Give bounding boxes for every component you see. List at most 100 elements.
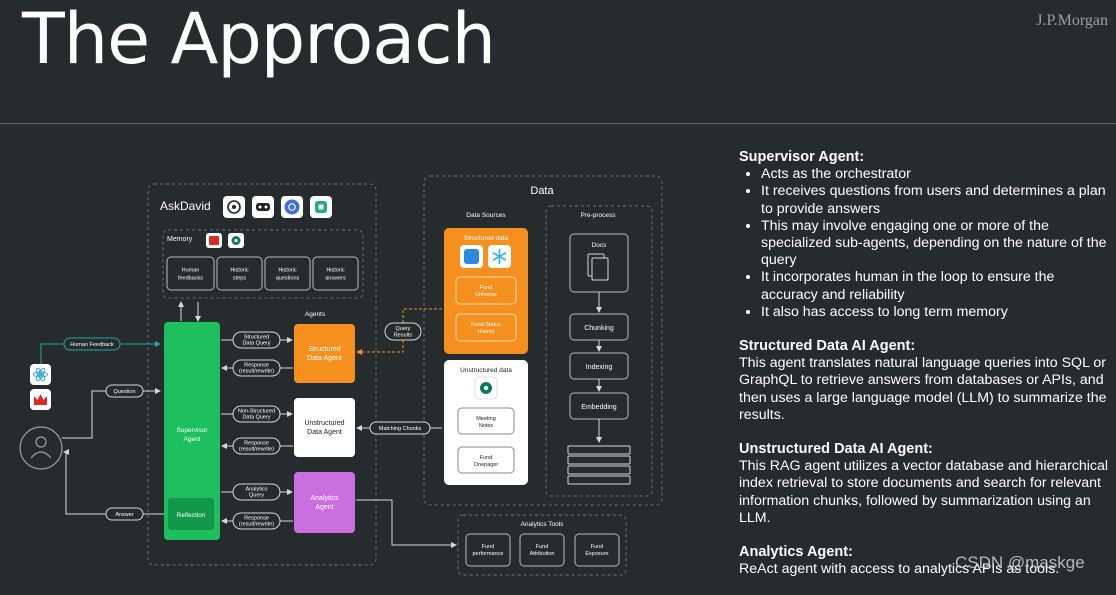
analytics-response-pill: Response(result/rewrite) [232, 512, 281, 530]
memory-label: Memory [167, 236, 193, 243]
bullet: It receives questions from users and det… [761, 183, 1114, 217]
section-heading: Unstructured Data AI Agent: [739, 441, 933, 458]
data-container [423, 175, 663, 506]
user-icon[interactable] [19, 426, 63, 470]
supervisor-bullets: Acts as the orchestrator It receives que… [739, 166, 1114, 321]
svg-text:Structured data: Structured data [464, 235, 509, 242]
svg-text:Chunking: Chunking [584, 325, 614, 332]
vector-db-icon [228, 233, 244, 248]
svg-text:Docs: Docs [592, 242, 608, 249]
section-body: This RAG agent utilizes a vector databas… [739, 458, 1109, 526]
agents-label: Agents [305, 311, 326, 318]
divider [0, 123, 1116, 124]
bullet: It also has access to long term memory [761, 304, 1114, 321]
svg-text:Unstructured data: Unstructured data [460, 367, 512, 374]
svg-text:Response(result/rewrite): Response(result/rewrite) [239, 516, 274, 528]
answer-pill: Answer [105, 507, 144, 521]
preprocess-label: Pre-process [580, 212, 616, 219]
snowflake-icon [488, 245, 511, 268]
indexing-step: Indexing [569, 352, 629, 380]
askdavid-label: AskDavid [160, 199, 211, 213]
structured-section: Structured Data AI Agent: This agent tra… [739, 338, 1114, 424]
section-heading: Supervisor Agent: [739, 149, 865, 165]
chat-icon [310, 196, 332, 218]
watermark: CSDN @maskge [955, 553, 1085, 572]
section-heading: Analytics Agent: [739, 544, 853, 561]
document-icon [587, 253, 609, 281]
analytics-tools-container [457, 514, 627, 576]
data-sources-label: Data Sources [466, 212, 506, 219]
openai-icon [223, 196, 245, 218]
question-pill: Question [105, 384, 144, 398]
svg-text:Embedding: Embedding [581, 404, 617, 411]
page-title: The Approach [22, 0, 496, 80]
unstructured-data-agent[interactable] [294, 398, 355, 457]
kubernetes-icon [281, 196, 303, 218]
data-label: Data [530, 185, 554, 197]
react-icon [30, 364, 51, 385]
bullet: It incorporates human in the loop to ens… [761, 269, 1114, 303]
svg-text:Indexing: Indexing [586, 364, 613, 371]
chunking-step: Chunking [569, 313, 629, 341]
bullet: Acts as the orchestrator [761, 166, 1114, 183]
analytics-tools-label: Analytics Tools [521, 521, 565, 528]
supervisor-section: Supervisor Agent: Acts as the orchestrat… [739, 149, 1114, 321]
structured-data-source [444, 228, 528, 354]
svg-text:Response(result/rewrite): Response(result/rewrite) [239, 363, 274, 375]
bullet: This may involve engaging one or more of… [761, 218, 1114, 270]
section-body: ReAct agent with access to analytics API… [739, 561, 1060, 578]
llm-icon [252, 196, 274, 218]
database-icon [460, 245, 483, 268]
analytics-agent[interactable] [294, 472, 355, 533]
preprocess-container [545, 205, 653, 497]
svg-text:Matching Chunks: Matching Chunks [379, 426, 422, 432]
svg-text:Answer: Answer [115, 512, 134, 518]
structured-response-pill: Response(result/rewrite) [232, 359, 281, 377]
svg-text:Response(result/rewrite): Response(result/rewrite) [239, 441, 274, 453]
structured-data-agent[interactable] [294, 324, 355, 383]
brand-logo: J.P.Morgan [1036, 12, 1108, 29]
svg-text:Human Feedback: Human Feedback [70, 342, 114, 348]
supervisor-agent[interactable] [164, 322, 220, 540]
svg-text:Question: Question [113, 389, 135, 395]
description-panel: Supervisor Agent: Acts as the orchestrat… [739, 149, 1114, 595]
unstructured-data-source [444, 360, 528, 485]
embedding-step: Embedding [569, 392, 629, 420]
askdavid-container [147, 183, 377, 566]
section-heading: Structured Data AI Agent: [739, 338, 916, 355]
matching-chunks-pill: Matching Chunks [369, 421, 431, 435]
reflection-box[interactable] [168, 498, 214, 530]
human-feedback-pill: Human Feedback [63, 337, 121, 351]
unstructured-section: Unstructured Data AI Agent: This RAG age… [739, 441, 1114, 527]
memory-container [162, 229, 364, 299]
reflection-label: Reflection [177, 512, 206, 519]
